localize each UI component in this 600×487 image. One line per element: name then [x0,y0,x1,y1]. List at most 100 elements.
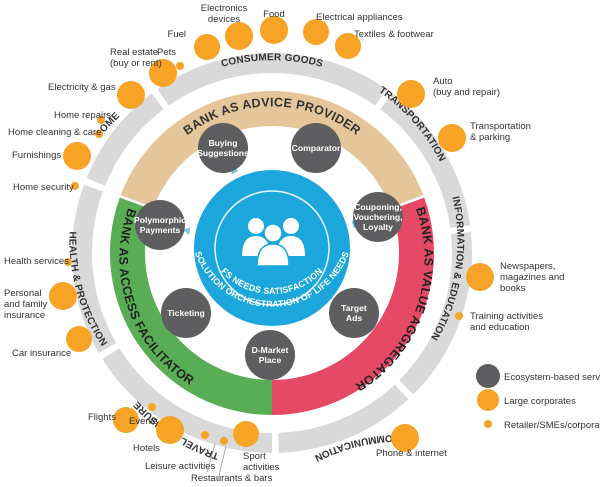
external-pets: Pets [157,47,184,70]
external-pets-label: Pets [157,47,176,58]
service-comparator-circle [291,123,341,173]
external-newspapers-dot [466,263,494,291]
external-sport-dot [233,421,259,447]
people-group-icon [242,218,305,267]
service-target-ads-label: Ads [346,313,362,323]
service-ticketing-label: Ticketing [167,308,205,318]
external-transport-parking: Transportation& parking [438,121,531,152]
external-auto: Auto(buy and repair) [397,76,500,108]
external-real-estate: Real estate(buy or rent) [110,47,177,87]
external-electronics-dot [225,22,253,50]
service-buying-suggestions-circle [198,123,248,173]
external-fuel-label: Fuel [168,29,186,40]
legend-large: Large corporates [504,396,576,407]
service-polymorphic-payments-label: Payments [140,225,181,235]
external-flights-dot [113,407,139,433]
external-auto-label: (buy and repair) [433,87,500,98]
external-personal-insurance-label: Personal [4,288,42,299]
service-polymorphic-payments-label: Polymorphic [134,215,186,225]
external-real-estate-label: (buy or rent) [110,58,162,69]
service-d-market-place-circle [245,330,295,380]
external-health-services-label: Health services [4,256,69,267]
service-d-market-place-label: D-Market [252,345,289,355]
external-textiles: Textiles & footwear [335,29,434,59]
external-events-dot [148,403,156,411]
role-ring [110,91,434,415]
service-couponing-loyalty-label: Loyalty [363,222,393,232]
external-hotels-label: Hotels [133,443,160,454]
external-fuel-dot [194,34,220,60]
external-leisure-activities-dot [201,431,209,439]
service-ticketing-circle [161,288,211,338]
external-auto-label: Auto [433,76,453,87]
service-couponing-loyalty: Couponing,Vouchering,Loyalty [353,192,403,242]
external-events: Events [129,403,158,427]
external-furnishings: Furnishings [12,142,91,170]
service-target-ads-label: Target [341,303,367,313]
legend: Ecosystem-based service Large corporates… [476,364,600,431]
legend-retailer: Retailer/SMEs/corporates [504,420,600,431]
external-home-security-dot [71,182,79,190]
external-fuel: Fuel [168,29,220,60]
external-restaurants-label: Restaurants & bars [191,473,273,484]
role-access-band [110,197,272,415]
external-food-label: Food [263,9,285,20]
external-electrical-dot [303,19,329,45]
external-food-dot [260,16,288,44]
legend-large-swatch [477,389,499,411]
external-personal-insurance-label: and family [4,299,48,310]
segment-bg-transportation [380,93,471,228]
external-home-repairs-dot [97,116,105,124]
external-furnishings-dot [63,142,91,170]
external-sport-label: Sport [243,451,266,462]
external-leisure-activities-label: Leisure activities [145,461,215,472]
external-personal-insurance-label: insurance [4,310,45,321]
service-couponing-loyalty-label: Vouchering, [353,212,402,222]
external-newspapers-label: books [500,283,526,294]
service-target-ads-circle [329,288,379,338]
external-transport-parking-label: Transportation [470,121,531,132]
service-couponing-loyalty-circle [353,192,403,242]
external-restaurants-dot [220,437,228,445]
service-polymorphic-payments-arrow [182,227,191,236]
role-advice-band [120,91,424,208]
segment-bg-home [86,93,164,186]
external-car-insurance-label: Car insurance [12,348,71,359]
external-electrical: Electrical appliances [303,12,403,45]
external-real-estate-label: Real estate [110,47,158,58]
segment-bg-information-education [399,232,473,395]
external-sport-label: activities [243,462,280,473]
outer-ring [71,53,473,453]
external-electronics-label: Electronics [201,3,248,14]
legend-ecosystem: Ecosystem-based service [504,372,600,383]
external-electricity: Electricity & gas [48,81,145,109]
external-health-services-dot [64,258,72,266]
external-phone-internet-dot [391,424,419,452]
external-electricity-label: Electricity & gas [48,82,116,93]
external-hotels: Hotels [133,416,184,454]
external-home-repairs: Home repairs [54,110,111,124]
external-events-label: Events [129,416,158,427]
external-flights-label: Flights [88,412,116,423]
external-home-cleaning: Home cleaning & care [8,127,103,138]
external-home-security-label: Home security [13,182,74,193]
external-health-services: Health services [4,256,72,267]
legend-ecosystem-swatch [476,364,500,388]
legend-retailer-swatch [484,420,492,428]
external-leisure-activities: Leisure activities [145,431,215,472]
external-food: Food [260,9,288,44]
external-flights: Flights [88,407,139,433]
service-couponing-loyalty-label: Couponing, [354,202,402,212]
external-textiles-dot [335,33,361,59]
